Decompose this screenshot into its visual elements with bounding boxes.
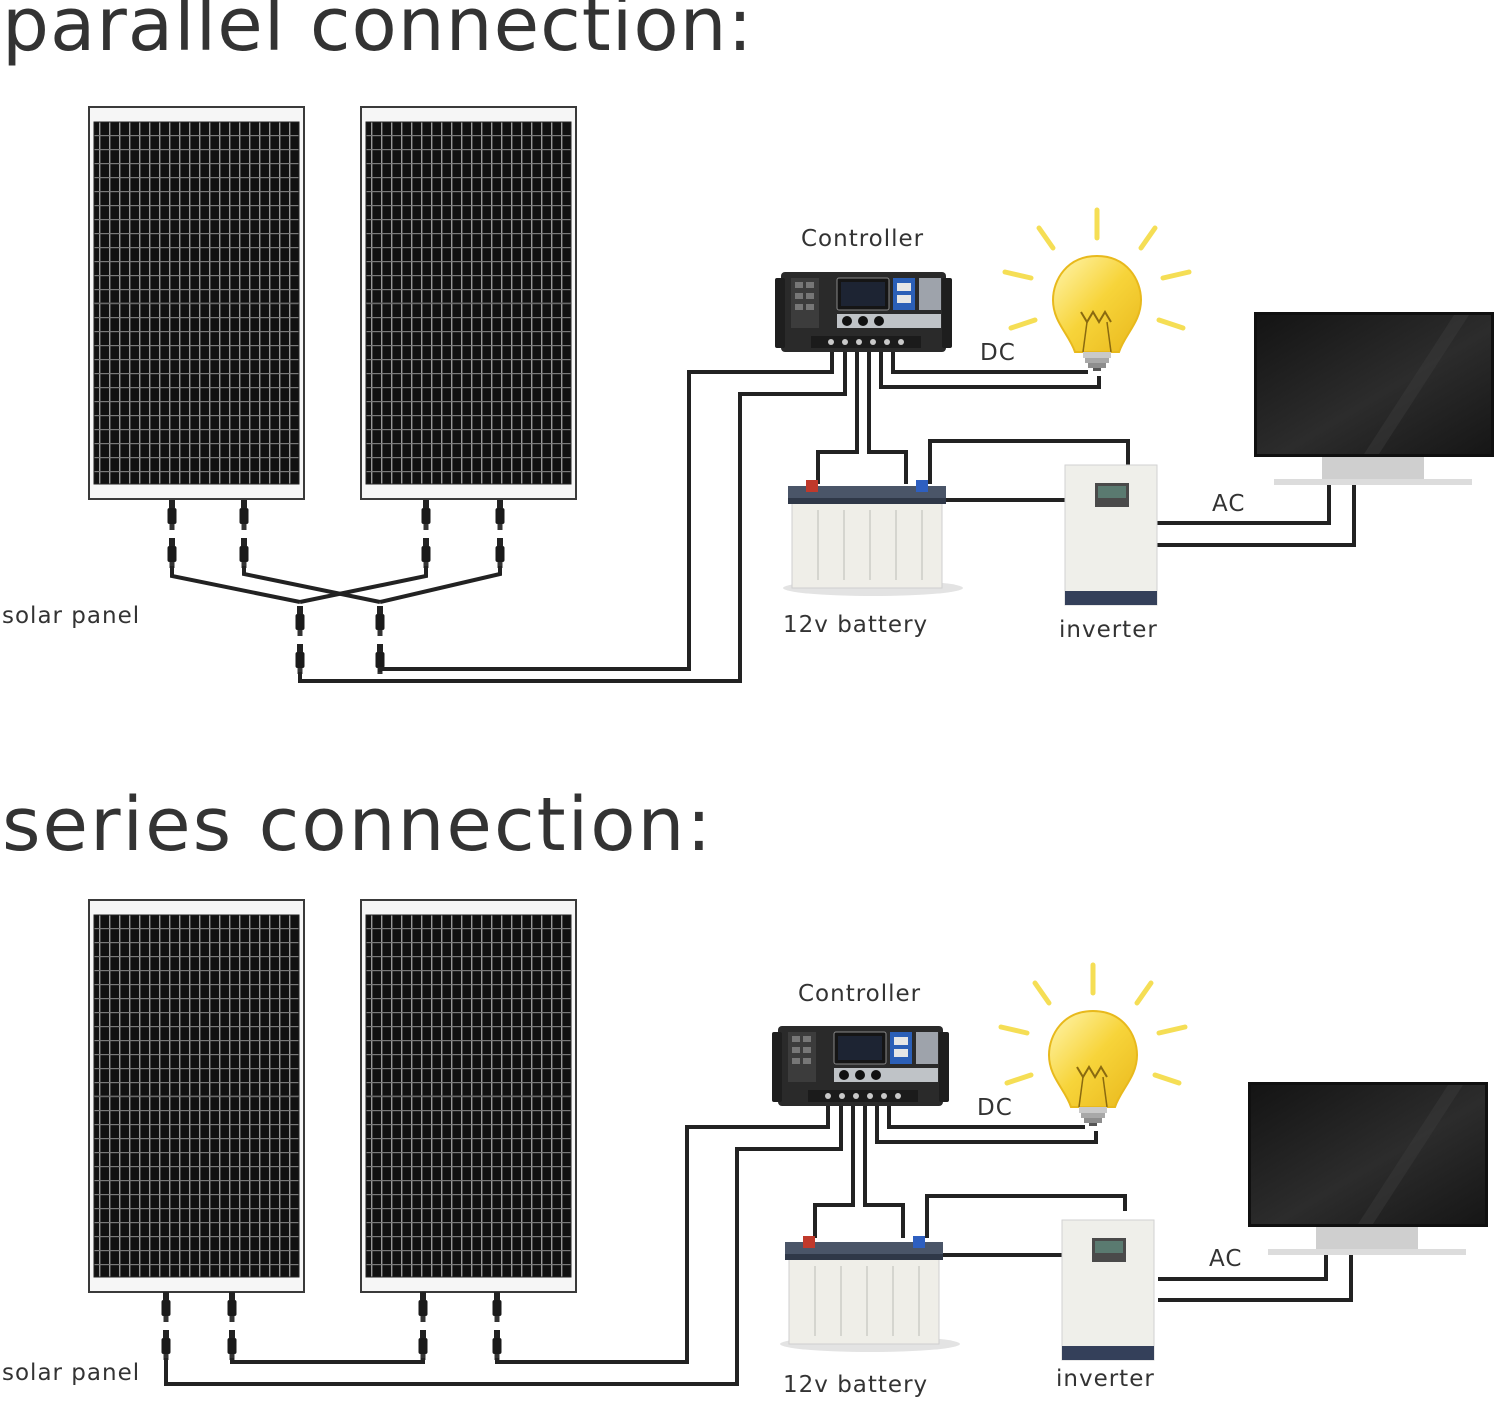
parallel-dc-label: DC — [980, 340, 1016, 366]
inverter-icon — [1061, 1219, 1155, 1361]
inverter-icon — [1064, 464, 1158, 606]
mc4-connector-icon — [161, 1292, 502, 1360]
light-bulb-icon — [1001, 965, 1185, 1126]
solar-panel-icon — [360, 106, 577, 500]
series-inverter-label: inverter — [1056, 1366, 1155, 1392]
parallel-inverter-label: inverter — [1059, 617, 1158, 643]
parallel-controller-label: Controller — [801, 226, 925, 252]
parallel-connection-title: parallel connection: — [2, 0, 754, 68]
light-bulb-icon — [1005, 210, 1189, 371]
series-solar-panel-label: solar panel — [2, 1360, 141, 1386]
series-dc-label: DC — [977, 1095, 1013, 1121]
series-wires — [164, 1100, 1353, 1386]
battery-icon — [779, 1235, 961, 1353]
monitor-icon — [1248, 1082, 1488, 1255]
parallel-solar-panel-label: solar panel — [2, 603, 141, 629]
solar-panel-icon — [88, 899, 305, 1293]
solar-panel-icon — [88, 106, 305, 500]
series-ac-label: AC — [1209, 1246, 1243, 1272]
monitor-icon — [1254, 312, 1494, 485]
parallel-section — [88, 106, 1494, 683]
series-connection-title: series connection: — [2, 782, 714, 868]
charge-controller-icon — [774, 271, 953, 353]
solar-panel-icon — [360, 899, 577, 1293]
battery-icon — [782, 479, 964, 597]
series-controller-label: Controller — [798, 981, 922, 1007]
parallel-wires — [170, 346, 1356, 683]
charge-controller-icon — [771, 1025, 950, 1107]
series-section — [88, 899, 1488, 1386]
parallel-ac-label: AC — [1212, 491, 1246, 517]
parallel-battery-label: 12v battery — [783, 612, 929, 638]
series-battery-label: 12v battery — [783, 1372, 929, 1398]
